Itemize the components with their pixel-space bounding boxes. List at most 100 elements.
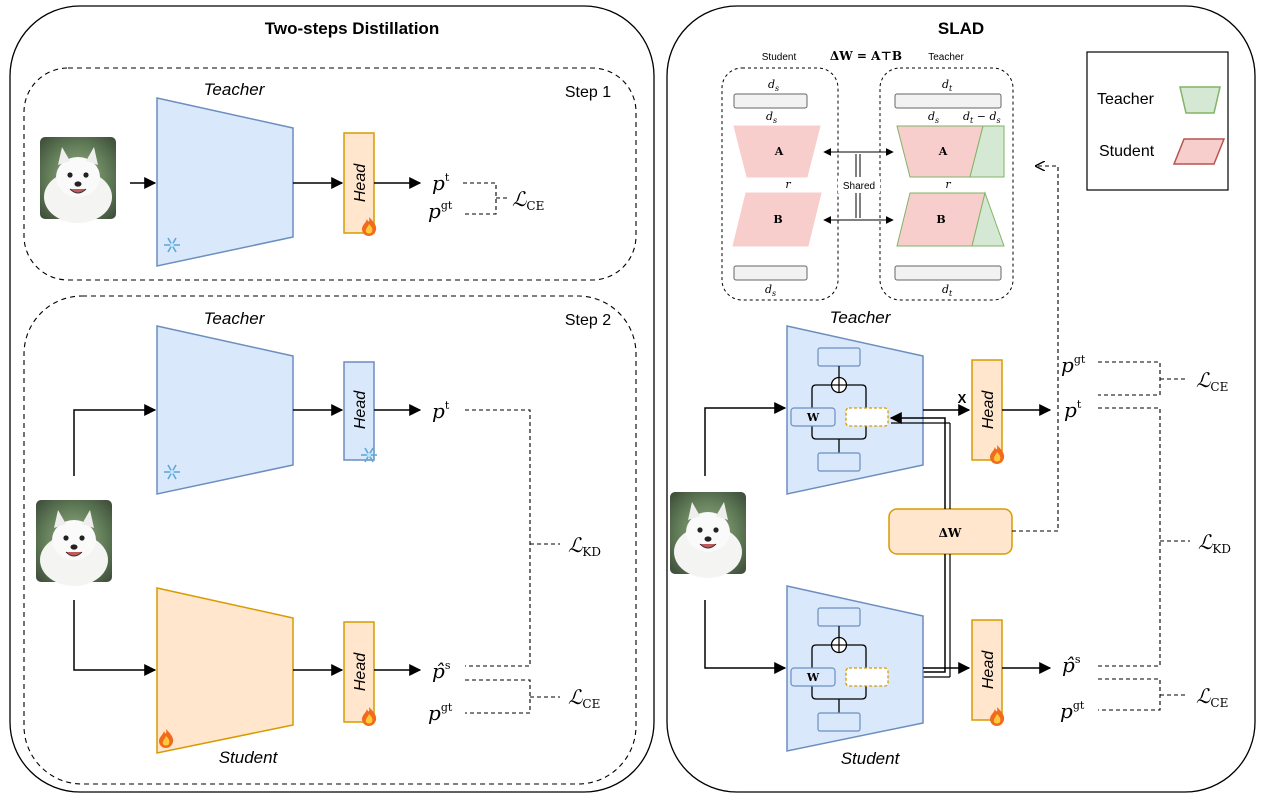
slad-student-head-block (971, 619, 1003, 721)
legend-box (1086, 51, 1229, 191)
slad-teacher-head-block (971, 359, 1003, 461)
slad-teacher-layer-top (817, 347, 861, 367)
step2-student-head-label: Head (352, 652, 369, 691)
slad-loss-kd: ℒKD (1198, 530, 1231, 556)
step2-ce-bracket (465, 679, 560, 714)
slad-student-label: Student (841, 749, 901, 768)
inset-teacher-a-label: A (938, 145, 948, 158)
step1-dog-image (39, 136, 117, 224)
step2-box (23, 295, 637, 785)
step1-output-gt: pgt (428, 199, 453, 223)
step1-loss-ce: ℒCE (512, 187, 544, 213)
step2-teacher-head-label: Head (352, 390, 369, 429)
step2-teacher-label: Teacher (204, 309, 266, 328)
step1-box (23, 67, 637, 281)
legend-student-swatch (1172, 138, 1226, 165)
inset-student-b-label: B (773, 213, 782, 226)
step2-loss-ce: ℒCE (568, 685, 600, 711)
slad-output-student: p̂s (1062, 653, 1081, 677)
delta-w-to-inset (1012, 166, 1059, 532)
slad-arrow-to-student (704, 600, 787, 674)
inset-teacher-dt-top: dt (942, 78, 953, 93)
slad-teacher-head-label: Head (980, 390, 997, 429)
slad-student-layer-bottom (817, 712, 861, 732)
inset-student-matrix-b (732, 192, 822, 247)
inset-formula: ΔW = A⊤B (830, 49, 902, 63)
slad-student-w-label: W (806, 671, 820, 684)
step2-kd-bracket (465, 409, 560, 667)
step2-student-label: Student (219, 748, 279, 767)
inset-teacher-dt-bottom: dt (942, 283, 953, 298)
step2-arrow-to-teacher (73, 404, 157, 476)
slad-kd-bracket (1098, 407, 1190, 667)
inset-teacher-matrix-b-extension (971, 191, 1005, 247)
slad-teacher-layer-bottom (817, 452, 861, 472)
inset-student-r: r (785, 178, 791, 191)
inset-student-bar-bottom (733, 265, 808, 281)
step1-teacher-label: Teacher (204, 80, 266, 99)
step2-dog-image (35, 499, 113, 587)
step2-output-student: p̂s (432, 659, 451, 683)
inset-teacher-dt-minus-ds: dt − ds (963, 110, 1001, 125)
inset-student-ds-mid: ds (766, 110, 777, 125)
step1-output-teacher: pt (432, 171, 450, 195)
legend-teacher-swatch (1179, 86, 1221, 114)
inset-shared-label-bg (838, 177, 880, 193)
step2-teacher-head-block (343, 361, 375, 461)
step1-loss-bracket (463, 182, 508, 215)
slad-teacher-label: Teacher (830, 308, 892, 327)
step1-head-block (343, 132, 375, 234)
step1-head-label: Head (352, 163, 369, 202)
inset-shared-label: Shared (843, 181, 875, 192)
step2-arrow-to-student (73, 600, 157, 676)
legend-student-label: Student (1099, 143, 1155, 160)
right-panel (666, 5, 1256, 793)
right-panel-title: SLAD (938, 19, 984, 38)
inset-student-ds-top: ds (768, 78, 779, 93)
step2-output-teacher: pt (432, 399, 450, 423)
slad-x-label: X (958, 391, 967, 406)
step2-student-head-block (343, 621, 375, 723)
left-panel (9, 5, 655, 793)
step2-loss-kd: ℒKD (568, 533, 601, 559)
left-panel-title: Two-steps Distillation (265, 19, 439, 38)
inset-teacher-bar-top (894, 93, 1002, 109)
inset-student-ds-bottom: ds (765, 283, 776, 298)
slad-dog-image (669, 491, 747, 579)
inset-student-label: Student (762, 52, 797, 63)
slad-student-head-label: Head (980, 650, 997, 689)
slad-output-teacher: pt (1064, 398, 1082, 422)
delta-w-to-teacher (889, 412, 946, 509)
step1-label: Step 1 (565, 84, 611, 101)
inset-student-box (721, 67, 839, 301)
slad-student-delta-slot (845, 667, 889, 687)
inset-student-a-label: A (774, 145, 784, 158)
slad-output-gt-bottom: pgt (1060, 699, 1085, 723)
step2-teacher-trapezoid (156, 325, 294, 495)
slad-arrow-to-teacher (704, 402, 787, 476)
slad-student-w-block (790, 667, 836, 687)
step2-student-trapezoid (156, 587, 294, 754)
slad-teacher-w-label: W (806, 411, 820, 424)
inset-teacher-r: r (945, 178, 951, 191)
inset-student-bar-top (733, 93, 808, 109)
step2-label: Step 2 (565, 312, 611, 329)
slad-loss-ce-bottom: ℒCE (1196, 684, 1228, 710)
slad-teacher-delta-slot (845, 407, 889, 427)
slad-student-layer-top (817, 607, 861, 627)
delta-w-label: ΔW (939, 526, 962, 540)
inset-teacher-ds-mid: ds (928, 110, 939, 125)
slad-ce-bottom-bracket (1098, 678, 1188, 711)
slad-teacher-w-block (790, 407, 836, 427)
step2-output-gt: pgt (428, 701, 453, 725)
inset-teacher-label: Teacher (928, 52, 964, 63)
inset-teacher-matrix-a-extension (969, 125, 1005, 178)
step1-teacher-trapezoid (156, 97, 294, 267)
legend-teacher-label: Teacher (1097, 91, 1155, 108)
inset-teacher-b-label: B (936, 213, 945, 226)
slad-ce-top-bracket (1098, 361, 1188, 396)
slad-loss-ce-top: ℒCE (1196, 368, 1228, 394)
inset-student-matrix-a (733, 125, 821, 178)
inset-teacher-bar-bottom (894, 265, 1002, 281)
